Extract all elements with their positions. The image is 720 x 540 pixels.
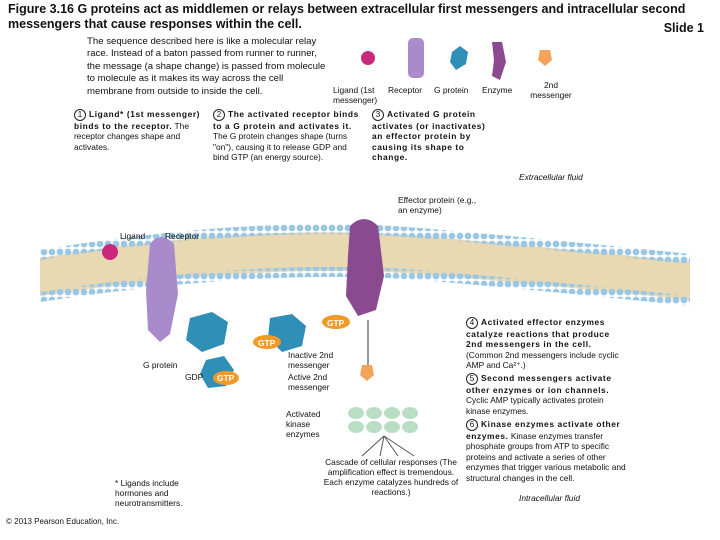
receptor-label: Receptor	[165, 231, 199, 241]
gprotein-legend-icon	[450, 46, 468, 70]
step-3-heading: Activated G protein activates (or inacti…	[372, 109, 486, 163]
gdp-label: GDP	[185, 372, 204, 382]
step-5-number: 5	[466, 373, 478, 385]
g-protein-label: G protein	[143, 360, 178, 370]
copyright: © 2013 Pearson Education, Inc.	[6, 517, 120, 526]
step-1-body: The receptor changes shape and activates…	[74, 121, 189, 152]
footnote: * Ligands include hormones and neurotran…	[115, 478, 183, 508]
intro-paragraph: The sequence described here is like a mo…	[87, 36, 326, 97]
legend-gprotein-label: G protein	[434, 85, 469, 95]
activated-kinase-label: Activated kinase enzymes	[286, 409, 321, 439]
ligand-molecule	[102, 244, 118, 260]
ligand-legend-icon	[361, 51, 375, 65]
step-2-body: The G protein changes shape (turns "on")…	[213, 131, 348, 163]
legend-ligand-label: Ligand (1st messenger)	[333, 85, 378, 105]
gtp-label-2: GTP	[258, 338, 276, 348]
second-messenger-arrow	[360, 320, 374, 381]
gtp-badges	[213, 315, 350, 385]
cascade-label: Cascade of cellular responses (The ampli…	[323, 457, 459, 497]
extracellular-fluid-label: Extracellular fluid	[519, 172, 583, 182]
legend-second-messenger-label: 2nd messenger	[530, 80, 572, 100]
inactive-second-messenger-label: Inactive 2nd messenger	[288, 350, 334, 370]
gtp-label-1: GTP	[327, 318, 345, 328]
second-messenger-legend-icon	[538, 50, 552, 66]
cascade-arrows	[361, 435, 415, 457]
legend-receptor-label: Receptor	[388, 85, 422, 95]
effector-protein-label: Effector protein (e.g., an enzyme)	[398, 195, 477, 215]
step-4-heading: Activated effector enzymes catalyze reac…	[466, 317, 610, 350]
step-6-heading: Kinase enzymes activate other enzymes.	[466, 419, 621, 441]
figure-title: Figure 3.16 G proteins act as middlemen …	[8, 2, 686, 31]
receptor-protein	[146, 237, 178, 342]
gtp-label-3: GTP	[217, 373, 235, 383]
step-5-body: Cyclic AMP typically activates protein k…	[466, 395, 604, 416]
step-4-number: 4	[466, 317, 478, 329]
active-second-messenger-label: Active 2nd messenger	[288, 372, 330, 392]
step-2-heading: The activated receptor binds to a G prot…	[213, 109, 359, 131]
effector-enzyme	[346, 219, 384, 316]
legend-icons	[361, 38, 552, 80]
step-1-heading: Ligand* (1st messenger) binds to the rec…	[74, 109, 201, 131]
enzyme-legend-icon	[492, 42, 506, 80]
intracellular-fluid-label: Intracellular fluid	[519, 493, 580, 503]
ligand-label: Ligand	[120, 231, 146, 241]
step-6-number: 6	[466, 419, 478, 431]
slide-number: Slide 1	[663, 21, 704, 35]
step-6-body: Kinase enzymes transfer phosphate groups…	[466, 431, 626, 483]
step-5-heading: Second messengers activate other enzymes…	[466, 373, 612, 395]
kinase-enzymes	[348, 407, 418, 433]
receptor-legend-icon	[408, 38, 424, 78]
step-4-body: (Common 2nd messengers include cyclic AM…	[466, 349, 619, 371]
legend-enzyme-label: Enzyme	[482, 85, 513, 95]
